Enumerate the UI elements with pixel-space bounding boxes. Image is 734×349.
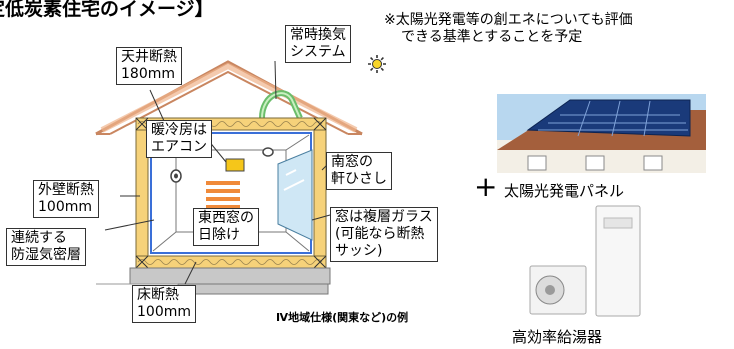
double-glazing-label: 窓は複層ガラス (可能なら断熱 サッシ) <box>330 207 438 262</box>
ventilation-label: 常時換気 システム <box>285 25 351 63</box>
water-heater-label: 高効率給湯器 <box>512 328 603 346</box>
note-line-2: できる基準とすることを予定 <box>401 29 583 45</box>
plus-symbol: + <box>474 170 498 203</box>
note-line-1: ※太陽光発電等の創エネについても評価 <box>384 12 633 28</box>
house-roof <box>95 60 363 136</box>
house-foundation <box>96 267 331 295</box>
wall-insulation-label: 外壁断熱 100mm <box>33 180 99 218</box>
sun-icon <box>368 55 386 73</box>
water-heater-image <box>529 205 641 317</box>
evaluation-note: ※太陽光発電等の創エネについても評価 できる基準とすることを予定 <box>384 12 633 46</box>
vapor-barrier-label: 連続する 防湿気密層 <box>6 228 86 266</box>
page-title: 定低炭素住宅のイメージ】 <box>0 0 214 20</box>
aircon-label: 暖冷房は エアコン <box>146 120 212 158</box>
solar-panel-house-image <box>497 94 706 173</box>
south-window-label: 南窓の 軒ひさし <box>326 152 392 190</box>
floor-insulation-label: 床断熱 100mm <box>132 285 196 323</box>
ventilation-duct <box>259 90 303 120</box>
solar-panel-label: 太陽光発電パネル <box>504 182 625 200</box>
aircon-unit-icon <box>225 158 245 172</box>
region-caption: Ⅳ地域仕様(関東など)の例 <box>276 311 409 324</box>
east-west-window-label: 東西窓の 日除け <box>193 208 259 246</box>
south-window-glass <box>277 149 313 241</box>
ceiling-insulation-label: 天井断熱 180mm <box>116 47 182 85</box>
insulation-envelope <box>135 117 327 269</box>
